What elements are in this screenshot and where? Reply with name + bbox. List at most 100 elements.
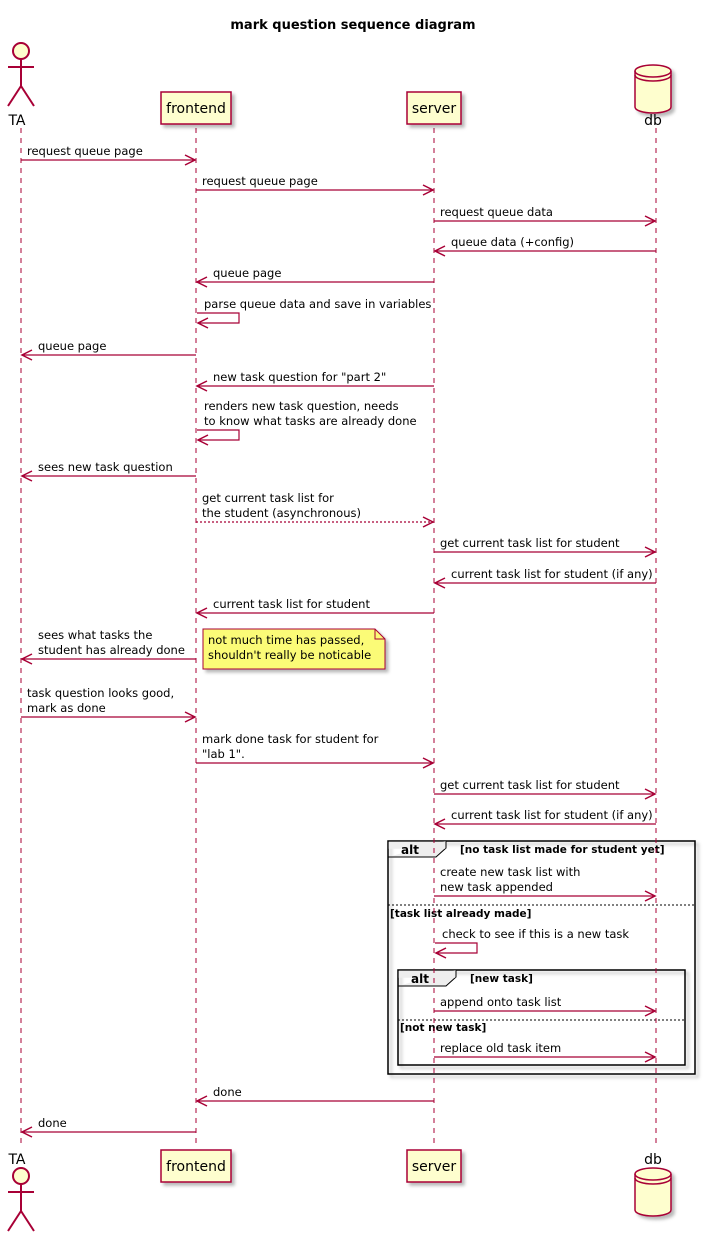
message: parse queue data and save in variables (196, 297, 431, 329)
message: done (20, 1116, 196, 1138)
alt-label-fill (398, 970, 456, 978)
message-arrowhead (184, 711, 197, 723)
participant-box: frontend (160, 91, 232, 125)
participant-box: server (406, 91, 462, 125)
message-arrowhead (196, 434, 209, 446)
message: get current task list for student (434, 536, 657, 558)
note: not much time has passed, shouldn't real… (202, 628, 386, 670)
combined-fragments: alt [no task list made for student yet] [t… (387, 840, 696, 1075)
alt-keyword: alt (411, 972, 429, 986)
alt-else-guard: [task list already made] (390, 908, 531, 920)
message-label: get current task list for (202, 491, 334, 505)
message-arrowhead (644, 788, 657, 800)
message-label: done (213, 1085, 242, 1099)
participant-box: frontend (160, 1149, 232, 1183)
message-label: done (38, 1116, 67, 1130)
database-icon (634, 64, 672, 114)
participant-name: frontend (166, 101, 226, 117)
note-fold (374, 629, 385, 640)
message-label: queue data (+config) (451, 235, 574, 249)
message-arrowhead (644, 1005, 657, 1017)
message-label: queue page (213, 266, 281, 280)
message-arrowhead (20, 653, 33, 665)
message-label: sees new task question (38, 460, 173, 474)
message-label: request queue data (440, 205, 553, 219)
message-label: append onto task list (440, 995, 562, 1009)
actor-head (12, 42, 30, 60)
alt-guard: [no task list made for student yet] (460, 844, 665, 856)
message-arrowhead (195, 607, 208, 619)
participant-ta-top: TA (7, 42, 35, 129)
message-arrowhead (644, 546, 657, 558)
actor-leg-left (7, 1210, 22, 1232)
actor-leg-right (20, 1210, 35, 1232)
message-arrowhead (196, 317, 209, 329)
message: sees new task question (20, 460, 196, 482)
actor-leg-left (7, 85, 22, 107)
participant-db-top: db (634, 64, 672, 129)
alt-keyword: alt (401, 843, 419, 857)
message-arrowhead (644, 215, 657, 227)
alt-fragment: alt[new task][not new task] (397, 969, 686, 1066)
participant-ta-bottom: TA (7, 1152, 35, 1232)
message: get current task list for the student (a… (196, 491, 435, 528)
message-label: request queue page (202, 174, 318, 188)
message-arrowhead (20, 349, 33, 361)
message: queue page (195, 266, 434, 288)
message: request queue page (21, 144, 197, 166)
message-label: the student (asynchronous) (202, 506, 361, 520)
actor-head (12, 1167, 30, 1185)
message-label: renders new task question, needs (204, 399, 399, 413)
messages: request queue page request queue page requ… (20, 144, 657, 1138)
message-label: current task list for student (if any) (451, 567, 653, 581)
message: queue page (20, 339, 196, 361)
message-label: current task list for student (if any) (451, 808, 653, 822)
message-arrowhead (422, 757, 435, 769)
database-rim (634, 70, 672, 78)
database-rim (634, 74, 672, 82)
message-arrowhead (422, 184, 435, 196)
message: current task list for student (195, 597, 434, 619)
message-label: queue page (38, 339, 106, 353)
message: sees what tasks the student has already … (20, 628, 196, 665)
participant-name: server (412, 101, 457, 117)
message: get current task list for student (434, 778, 657, 800)
participant-rect (406, 91, 462, 125)
lifelines (20, 128, 657, 1148)
database-icon (634, 1167, 672, 1217)
database-body (634, 1167, 672, 1217)
participants: TA TA frontend frontend server server db db (7, 42, 672, 1232)
actor-leg-right (20, 85, 35, 107)
database-rim (634, 1173, 672, 1181)
message: append onto task list (434, 995, 657, 1017)
participant-server-top: server (406, 91, 462, 125)
message-label: current task list for student (213, 597, 370, 611)
message-arrowhead (433, 245, 446, 257)
message-arrowhead (20, 470, 33, 482)
message-arrowhead (195, 1095, 208, 1107)
self-message-line (197, 312, 240, 324)
notes: not much time has passed, shouldn't real… (202, 628, 386, 670)
diagram-title: mark question sequence diagram (230, 18, 475, 33)
participant-frontend-top: frontend (160, 91, 232, 125)
message-label: mark as done (27, 701, 106, 715)
participant-name: server (412, 1159, 457, 1175)
message-label: check to see if this is a new task (442, 927, 629, 941)
message: replace old task item (434, 1041, 657, 1063)
alt-frame-border (387, 840, 696, 1075)
participant-name: db (644, 1152, 662, 1168)
message: check to see if this is a new task (434, 927, 629, 959)
message: current task list for student (if any) (433, 808, 656, 830)
message: renders new task question, needs to know… (196, 399, 417, 446)
participant-name: frontend (166, 1159, 226, 1175)
message-arrowhead (434, 947, 447, 959)
participant-rect (160, 91, 232, 125)
participant-db-bottom: db (634, 1152, 672, 1217)
message-label: get current task list for student (440, 536, 620, 550)
participant-name: TA (7, 113, 25, 129)
message: new task question for "part 2" (195, 370, 434, 392)
message-label: request queue page (27, 144, 143, 158)
participant-box: server (406, 1149, 462, 1183)
message-label: new task appended (440, 880, 553, 894)
